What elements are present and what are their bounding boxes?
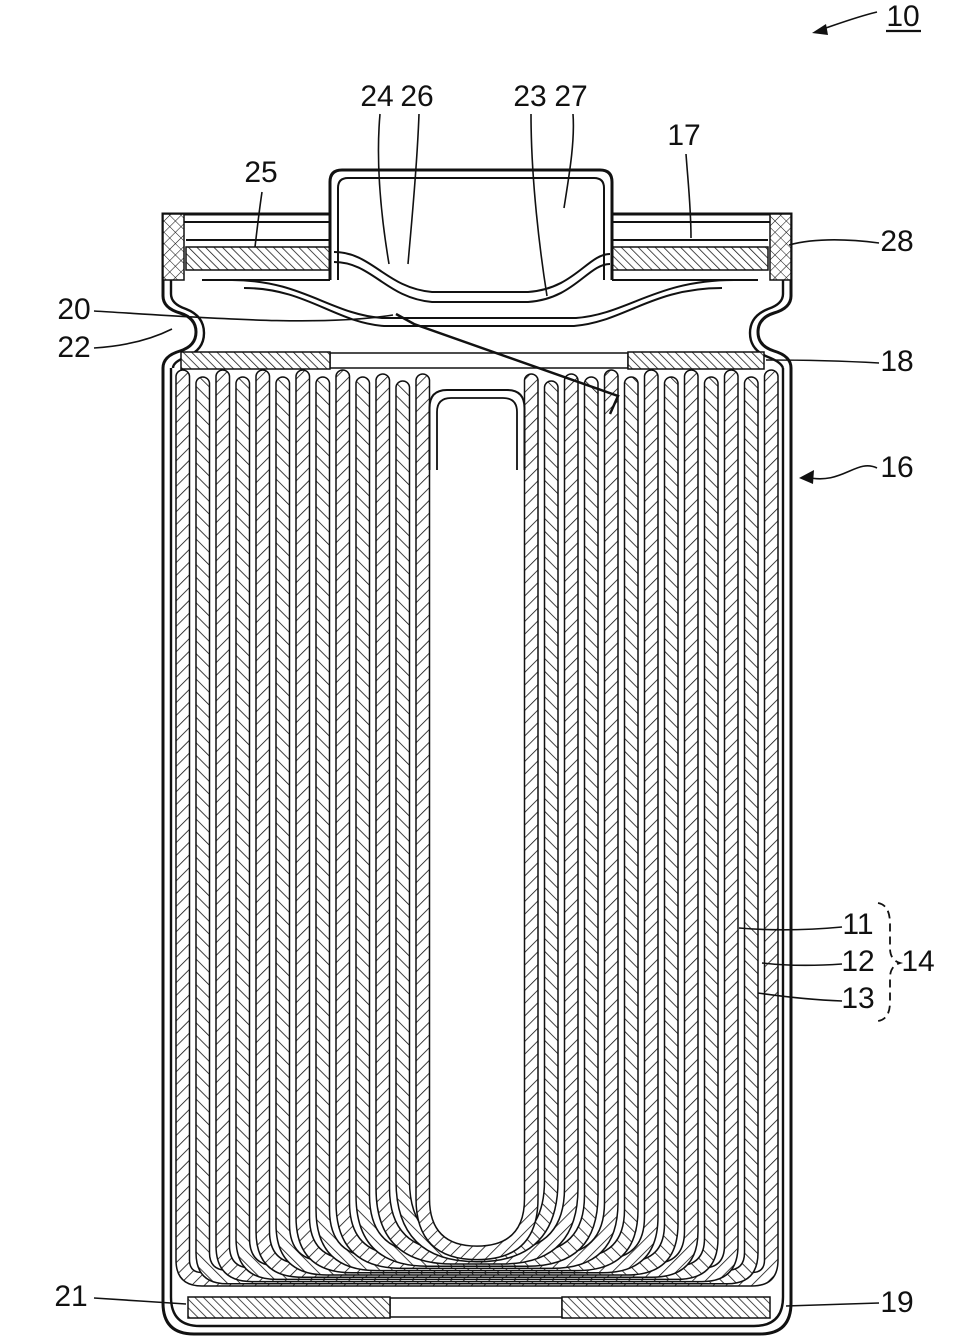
label-27: 27 (554, 80, 587, 113)
leader-lines (93, 11, 921, 1307)
leader-19 (785, 1302, 880, 1307)
upper-insulator-left (180, 351, 331, 370)
label-16: 16 (880, 451, 913, 484)
core-arch-inner (436, 397, 518, 470)
upper-insulator-plate (180, 351, 765, 370)
leader-11 (738, 926, 843, 931)
seal-ring-left (185, 246, 331, 271)
label-19: 19 (880, 1286, 913, 1319)
label-12: 12 (841, 945, 874, 978)
leader-26 (407, 113, 420, 265)
leader-28 (788, 239, 880, 246)
arrowhead-10-icon (812, 24, 828, 35)
label-21: 21 (54, 1280, 87, 1313)
gasket-left (162, 213, 185, 281)
can-neck-left-outer (161, 280, 198, 369)
label-14: 14 (901, 945, 934, 978)
electrode-layer-12 (415, 373, 539, 1261)
leader-13 (757, 992, 843, 1002)
leader-21 (93, 1297, 187, 1305)
lower-insulator-left (187, 1296, 391, 1319)
terminal-cap-inner (337, 177, 605, 280)
upper-insulator-center (329, 352, 629, 369)
can-outer-wall (161, 368, 793, 1336)
battery-can (161, 280, 793, 1336)
electrode-layer-6 (295, 369, 659, 1274)
leader-20 (93, 310, 394, 322)
electrode-layer-4 (255, 369, 699, 1278)
leader-12 (761, 962, 843, 967)
label-25: 25 (244, 156, 277, 189)
label-13: 13 (841, 982, 874, 1015)
label-10: 10 (886, 0, 919, 33)
can-neck-right-outer (756, 280, 793, 369)
gasket-right (769, 213, 792, 281)
electrode-layer-11 (395, 380, 559, 1263)
label-24: 24 (360, 80, 393, 113)
vent-plate-upper-1 (333, 251, 611, 293)
electrode-layer-5 (275, 376, 679, 1276)
can-inner-wall (169, 368, 785, 1328)
electrode-layer-1 (195, 376, 759, 1285)
can-neck-left-inner (169, 280, 206, 369)
lower-insulator-right (561, 1296, 771, 1319)
reference-labels: 10 24 26 23 27 17 25 28 20 22 18 16 11 1… (54, 0, 934, 1319)
terminal-cap-outer (328, 168, 614, 280)
leader-23 (530, 113, 548, 297)
label-18: 18 (880, 345, 913, 378)
electrode-layer-9 (355, 376, 599, 1267)
upper-insulator-right (627, 351, 765, 370)
label-28: 28 (880, 225, 913, 258)
cap-assembly (161, 168, 793, 327)
seal-ring-right (611, 246, 769, 271)
leader-25 (254, 191, 263, 248)
electrode-layer-8 (335, 369, 619, 1270)
vent-plate-lower-2 (243, 287, 723, 327)
label-17: 17 (667, 119, 700, 152)
electrode-layer-2 (215, 369, 739, 1283)
label-20: 20 (57, 293, 90, 326)
lower-insulator-center (389, 1297, 563, 1318)
core-arch-outer (428, 389, 526, 470)
vent-plate-upper-2 (333, 261, 611, 303)
leader-18 (765, 359, 880, 364)
electrode-tab (395, 312, 620, 415)
leader-22 (93, 328, 173, 349)
electrode-coil (175, 369, 779, 1287)
label-22: 22 (57, 331, 90, 364)
electrode-layer-0 (175, 369, 779, 1287)
vent-plate-lower-1 (231, 279, 735, 319)
leader-17 (685, 153, 692, 239)
lower-insulator-plate (187, 1296, 771, 1319)
leader-24 (377, 113, 390, 265)
electrode-layer-10 (375, 373, 579, 1265)
leader-27 (563, 113, 575, 209)
label-23: 23 (513, 80, 546, 113)
brace-14 (877, 902, 904, 1022)
electrode-layer-3 (235, 376, 719, 1281)
leader-10 (819, 11, 878, 31)
leader-16 (805, 465, 878, 480)
label-11: 11 (842, 908, 873, 941)
arrowhead-16-icon (799, 470, 814, 484)
label-26: 26 (400, 80, 433, 113)
electrode-layer-7 (315, 376, 639, 1272)
